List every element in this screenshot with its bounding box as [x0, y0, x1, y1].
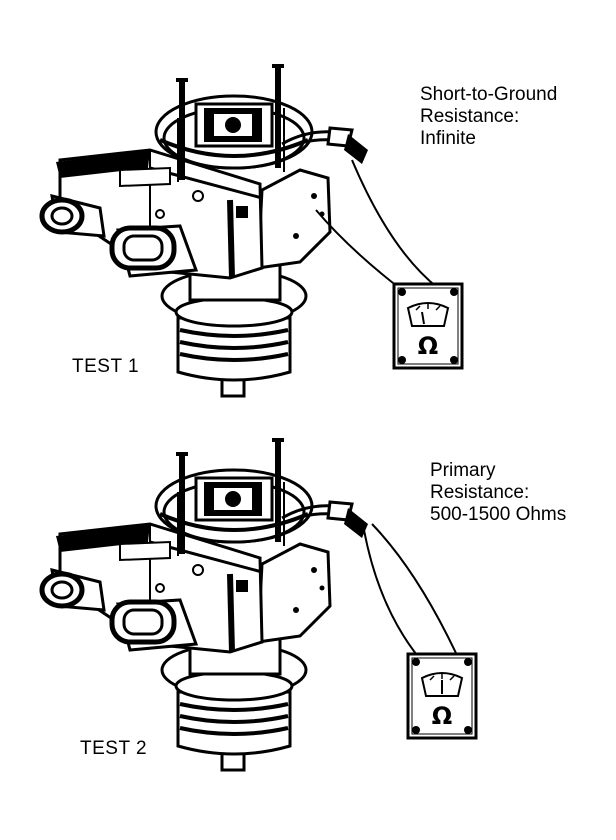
test-1-illustration: Ω	[0, 0, 464, 420]
measurement-line: Resistance:	[420, 106, 520, 127]
ohmmeter-icon: Ω	[392, 282, 464, 370]
ignition-module-drawing	[42, 440, 368, 770]
test-1-label: TEST 1	[72, 356, 140, 377]
measurement-line: Resistance:	[430, 482, 530, 503]
measurement-line: 500-1500 Ohms	[430, 504, 567, 525]
ohm-symbol: Ω	[432, 702, 452, 730]
meter-lead	[351, 159, 439, 289]
test-2-measurement-label: Primary Resistance: 500-1500 Ohms	[430, 460, 566, 526]
ohm-symbol: Ω	[418, 332, 438, 360]
test-1-measurement-label: Short-to-Ground Resistance: Infinite	[420, 84, 557, 150]
measurement-line: Primary	[430, 460, 496, 481]
measurement-line: Short-to-Ground	[420, 84, 558, 105]
meter-lead	[315, 209, 403, 291]
meter-lead	[371, 523, 463, 667]
measurement-line: Infinite	[420, 128, 476, 149]
ignition-module-drawing	[42, 66, 368, 396]
test-2-label: TEST 2	[80, 738, 148, 759]
test-2-illustration: Ω	[0, 374, 478, 794]
ohmmeter-icon: Ω	[406, 652, 478, 740]
